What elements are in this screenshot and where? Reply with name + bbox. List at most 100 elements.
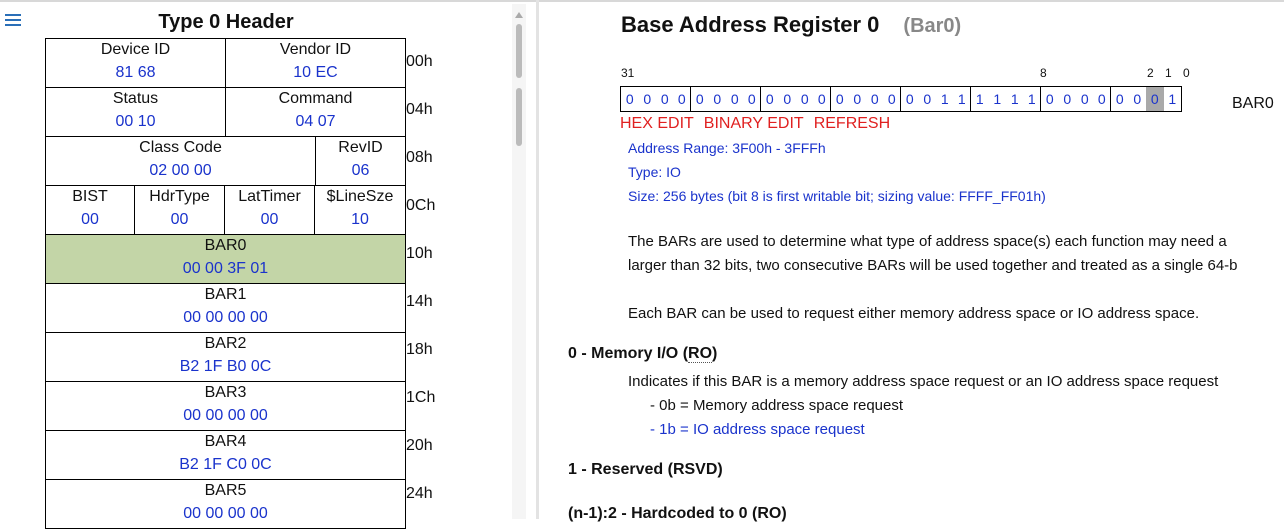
bit-cell[interactable]: 0 [660,91,669,107]
bit-cell[interactable]: 0 [905,91,914,107]
offset-label: 08h [406,149,433,166]
section-heading-memory-io: 0 - Memory I/O (RO) [568,345,718,363]
bit-cell[interactable]: 0 [814,87,831,111]
bit-cell[interactable]: 0 [625,91,634,107]
bit-cell[interactable]: 0 [765,91,774,107]
bit-number-label: 0 [1183,66,1190,80]
bit-cell[interactable]: 0 [800,91,809,107]
bit-cell[interactable]: 0 [783,91,792,107]
cell-value: 00 00 00 00 [183,309,268,326]
offset-label: 04h [406,101,433,118]
register-cell-bar2[interactable]: BAR2 B2 1F B0 0C [46,333,406,381]
bit-cell[interactable]: 0 [674,87,691,111]
refresh-link[interactable]: REFRESH [813,115,891,132]
binary-edit-link[interactable]: BINARY EDIT [703,115,804,132]
bit-number-label: 31 [621,66,635,80]
register-cell-bar4[interactable]: BAR4 B2 1F C0 0C [46,431,406,479]
scrollbar-thumb[interactable] [516,24,522,78]
cell-label: Device ID [100,41,171,58]
cell-label: BAR3 [204,384,247,401]
bit-cell[interactable]: 0 [1045,91,1054,107]
offset-label: 10h [406,245,433,262]
bit-cell[interactable]: 0 [744,87,761,111]
option-io-space[interactable]: - 1b = IO address space request [650,421,865,438]
cell-value: 02 00 00 [149,162,212,179]
bit-cell[interactable]: 0 [1115,91,1124,107]
cell-label: Command [278,90,353,107]
bit-cell[interactable]: 0 [1094,87,1111,111]
cell-value: B2 1F C0 0C [179,456,272,473]
section-heading-reserved: 1 - Reserved (RSVD) [568,461,723,479]
bit-cell[interactable]: 1 [993,91,1002,107]
bit-cell[interactable]: 0 [870,91,879,107]
offset-label: 18h [406,341,433,358]
cell-label: BAR2 [204,335,247,352]
bit-cell[interactable]: 0 [643,91,652,107]
menu-icon[interactable] [5,12,21,28]
bit-cell[interactable]: 1 [975,91,984,107]
bit-cell[interactable]: 1 [1024,87,1041,111]
description-paragraph: The BARs are used to determine what type… [628,233,1227,250]
cell-label: BIST [72,188,108,205]
bit-cell[interactable]: 0 [713,91,722,107]
cell-label: BAR5 [204,482,247,499]
address-range-text: Address Range: 3F00h - 3FFFh [628,140,826,156]
scroll-up-arrow-icon[interactable] [515,12,523,18]
register-cell-bar5[interactable]: BAR5 00 00 00 00 [46,480,406,528]
cell-value: 00 00 3F 01 [182,260,269,277]
bit-cell[interactable]: 0 [884,87,901,111]
left-scrollbar[interactable] [512,4,526,519]
size-text: Size: 256 bytes (bit 8 is first writable… [628,188,1046,204]
bit-cell[interactable]: 0 [1133,91,1142,107]
register-cell-bar3[interactable]: BAR3 00 00 00 00 [46,382,406,430]
register-title-text: Base Address Register 0 [621,12,880,37]
offset-label: 24h [406,485,433,502]
bit-cell[interactable]: 0 [695,91,704,107]
offset-label: 1Ch [406,389,436,406]
bit-cell[interactable]: 0 [923,91,932,107]
bit-cell[interactable]: 0 [853,91,862,107]
option-memory-space[interactable]: - 0b = Memory address space request [650,397,904,414]
cell-value: 00 00 00 00 [183,407,268,424]
bit-cell[interactable]: 0 [835,91,844,107]
cell-value: B2 1F B0 0C [179,358,272,375]
register-cell-bar1[interactable]: BAR1 00 00 00 00 [46,284,406,332]
register-name-label: BAR0 [1232,95,1274,112]
bit-cell[interactable]: 1 [1168,91,1177,107]
section-heading-hardcoded: (n-1):2 - Hardcoded to 0 (RO) [568,505,787,522]
cell-label: BAR1 [204,286,247,303]
bit-number-label: 2 [1147,66,1154,80]
bit-cell[interactable]: 1 [1010,91,1019,107]
bit-cell[interactable]: 1 [940,91,949,107]
bit-cell[interactable]: 0 [730,91,739,107]
offset-column: 00h 04h 08h 0Ch 10h 14h 18h 1Ch 20h 24h [406,38,435,518]
cell-label: BAR4 [204,433,247,450]
bit-cell[interactable]: 0 [1146,87,1164,111]
offset-label: 0Ch [406,197,436,214]
hex-edit-link[interactable]: HEX EDIT [620,115,694,132]
cell-label: HdrType [149,188,210,205]
scrollbar-thumb[interactable] [516,88,522,146]
bit-number-label: 1 [1165,66,1172,80]
bit-cell[interactable]: 0 [1063,91,1072,107]
access-tag: (RSVD) [667,461,723,478]
bit-cell[interactable]: 0 [1080,91,1089,107]
cell-value: 00 10 [115,113,156,130]
cell-value: 10 EC [293,64,338,81]
panel-divider[interactable] [536,0,539,519]
bit-cell[interactable]: 1 [954,87,971,111]
cell-value: 00 00 00 00 [183,505,268,522]
